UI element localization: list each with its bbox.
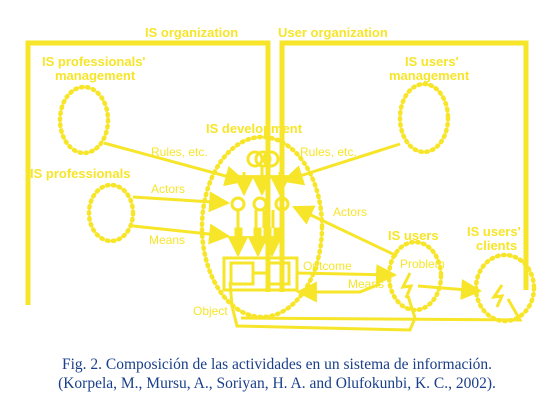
object-box-left (229, 261, 255, 286)
user-organization-label: User organization (278, 25, 388, 40)
means-block-4 (273, 227, 282, 243)
object-loop-line (228, 281, 417, 332)
outcome-label: Outcome (303, 259, 352, 273)
is-professionals-management-ellipse (57, 84, 111, 156)
actors-left-arrow (132, 191, 231, 213)
rules-circle-2 (254, 150, 272, 168)
means-right-label: Means (348, 277, 384, 291)
activity-diagram: IS organization User organization IS pro… (25, 25, 537, 332)
is-organization-frame (25, 40, 271, 305)
is-professionals-label: IS professionals (30, 166, 130, 181)
actors-right-arrow (292, 205, 398, 258)
means-block-2 (253, 227, 262, 243)
is-users-management-label-1: IS users' (405, 54, 459, 69)
outcome-arrow (296, 264, 398, 286)
is-users-clients-label-2: clients (476, 238, 517, 253)
rules-right-label: Rules, etc. (300, 145, 357, 159)
is-professionals-management-label-1: IS professionals' (42, 54, 146, 69)
object-label: Object (193, 304, 228, 318)
is-development-label: IS development (206, 121, 303, 136)
clients-lightning (490, 284, 505, 308)
rules-left-label: Rules, etc. (151, 145, 208, 159)
object-box-outer (222, 256, 299, 292)
is-users-management-ellipse (397, 81, 451, 155)
rules-right-arrow (281, 142, 401, 186)
means-left-label: Means (149, 233, 185, 247)
means-block-1 (234, 227, 243, 243)
clients-loop-line (240, 298, 523, 322)
problem-lightning (400, 272, 414, 299)
rules-circle-1 (246, 150, 264, 168)
problem-to-clients-arrow (417, 279, 483, 300)
actor-circle-1 (230, 196, 246, 212)
activity-structure (222, 150, 505, 308)
actor-circle-2 (252, 196, 268, 212)
actors-right-label: Actors (333, 205, 367, 219)
arrows (103, 141, 523, 332)
is-users-management-label-2: management (389, 68, 470, 83)
means-right-arrow (295, 281, 381, 303)
is-users-ellipse (386, 239, 444, 313)
means-left-arrow (132, 223, 231, 245)
is-organization-label: IS organization (145, 25, 238, 40)
is-professionals-management-label-2: management (55, 68, 136, 83)
is-professionals-ellipse (86, 182, 136, 244)
actors-left-label: Actors (151, 182, 185, 196)
diagram-labels: IS organization User organization IS pro… (30, 25, 521, 318)
caption-line-1: Fig. 2. Composición de las actividades e… (61, 356, 493, 373)
figure-caption: Fig. 2. Composición de las actividades e… (0, 355, 554, 393)
problem-label: Problem (400, 257, 445, 271)
rules-left-arrow (103, 141, 247, 187)
means-block-3 (263, 227, 272, 243)
caption-line-2: (Korpela, M., Mursu, A., Soriyan, H. A. … (58, 375, 496, 392)
is-users-clients-label-1: IS users' (467, 224, 521, 239)
is-users-label: IS users (388, 228, 439, 243)
rules-circle-3 (262, 150, 280, 168)
